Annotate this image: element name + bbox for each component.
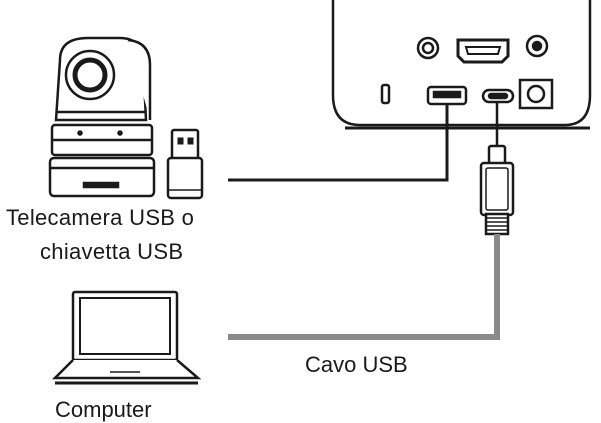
camera-label-line2: chiavetta USB [40, 239, 184, 264]
usb-c-connector-icon [479, 144, 515, 236]
camera-label-line1: Telecamera USB o [6, 205, 195, 230]
usb-a-cable [228, 104, 449, 182]
computer-label: Computer [55, 397, 152, 422]
usb-flash-drive-icon [166, 128, 204, 200]
laptop-icon [51, 290, 202, 385]
ptz-camera-icon [48, 36, 156, 198]
device-rear-panel-icon [331, 0, 592, 130]
usb-cable-gray [228, 234, 500, 340]
cable-label: Cavo USB [305, 352, 408, 377]
